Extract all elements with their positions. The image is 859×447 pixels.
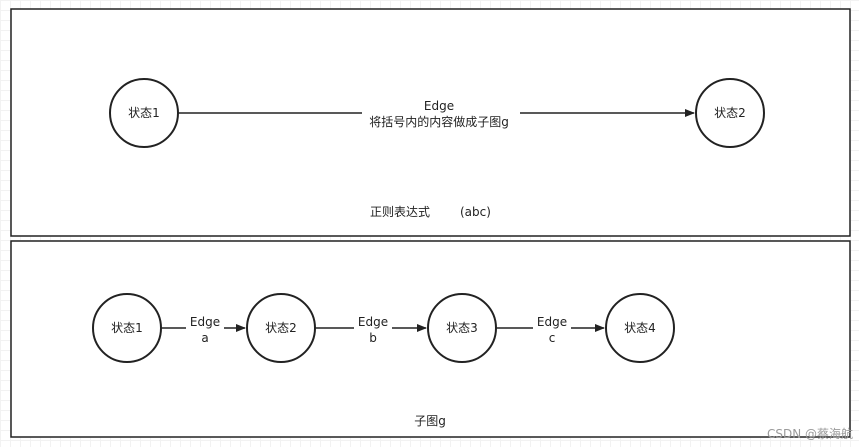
bottom-node-state4: [605, 293, 675, 363]
watermark-text: CSDN @蔡海航: [766, 427, 853, 441]
top-edge-label: Edge: [424, 99, 454, 113]
top-caption-expression: (abc): [460, 205, 491, 219]
top-node-state1-label: 状态1: [128, 106, 160, 120]
bottom-edge-c-label: Edge: [537, 315, 567, 329]
bottom-edge-b-symbol: b: [369, 331, 377, 345]
bottom-node-state3-label: 状态3: [446, 321, 478, 335]
bottom-node-state2-label: 状态2: [265, 321, 297, 335]
bottom-node-state1-label: 状态1: [111, 321, 143, 335]
bottom-edge-a-label-bg: [186, 313, 224, 343]
bottom-edge-b-label: Edge: [358, 315, 388, 329]
bottom-edge-a-symbol: a: [201, 331, 208, 345]
top-edge-sublabel: 将括号内的内容做成子图g: [369, 114, 509, 129]
bottom-edge-c-label-bg: [533, 313, 571, 343]
bottom-node-state4-label: 状态4: [624, 321, 656, 335]
top-edge-label-bg: [362, 97, 520, 131]
top-caption: 正则表达式: [370, 205, 430, 219]
bottom-edge-c-symbol: c: [549, 331, 556, 345]
top-node-state2-label: 状态2: [714, 106, 746, 120]
bottom-edge-b-label-bg: [354, 313, 392, 343]
bottom-edge-a-label: Edge: [190, 315, 220, 329]
top-node-state2: [695, 78, 765, 148]
bottom-caption: 子图g: [414, 414, 446, 428]
